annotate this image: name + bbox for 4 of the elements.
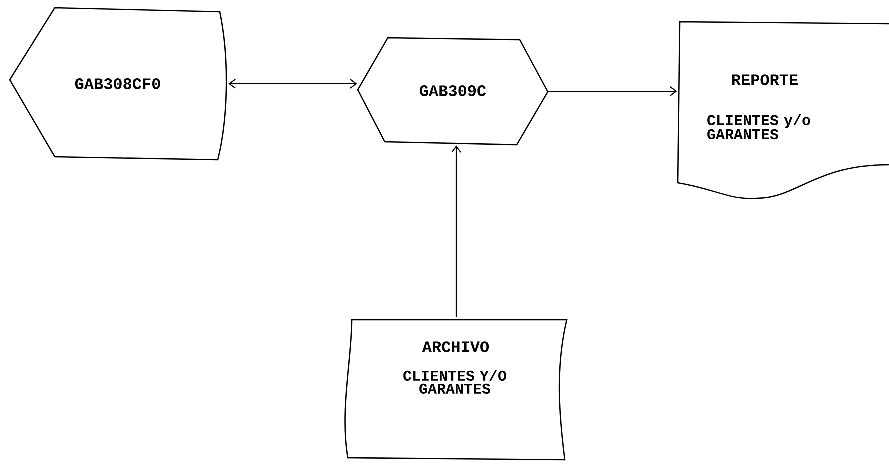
process-hexagon: GAB309C xyxy=(357,37,549,146)
arrow xyxy=(228,79,358,89)
arrow xyxy=(452,146,462,318)
arrow xyxy=(548,86,678,96)
